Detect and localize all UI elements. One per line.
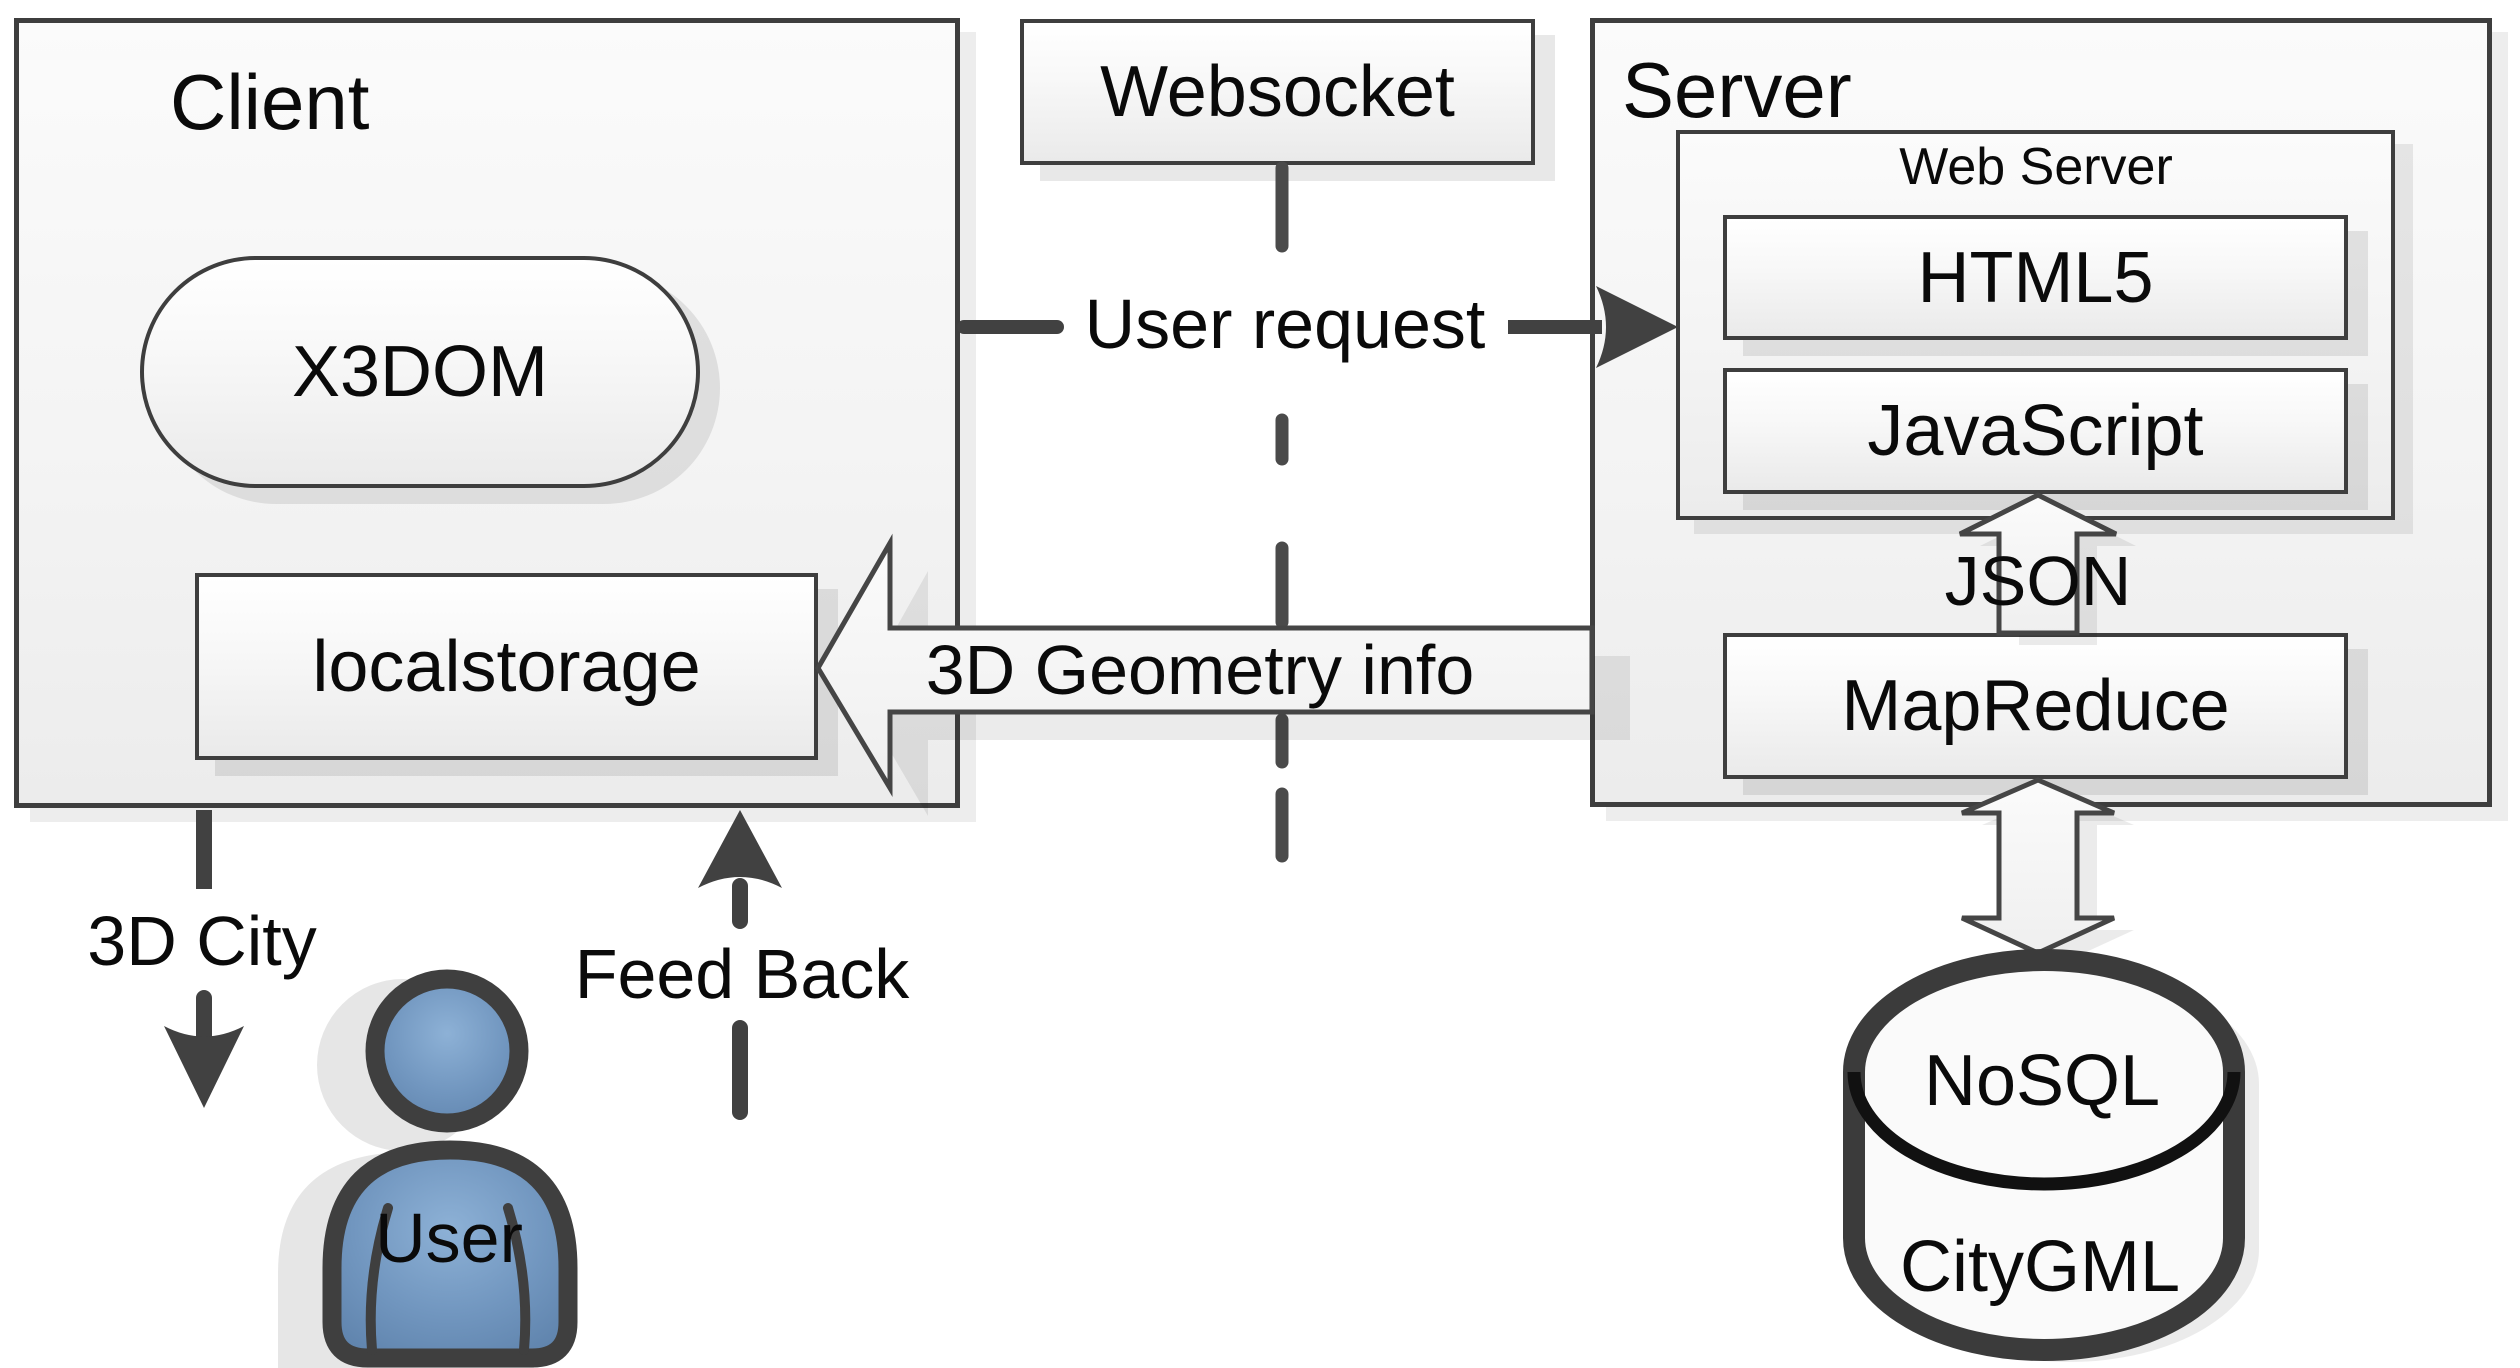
user-head [365, 969, 529, 1133]
city-arrowhead [164, 1026, 244, 1108]
geometry-info-label: 3D Geometry info [925, 631, 1475, 709]
html5-node: HTML5 [1723, 215, 2348, 340]
mapreduce-label: MapReduce [1841, 666, 2230, 746]
web-server-label: Web Server [1899, 138, 2173, 196]
geometry-info-block-arrow [815, 533, 1595, 798]
x3dom-node: X3DOM [140, 256, 700, 488]
json-block-arrow [1958, 492, 2118, 636]
javascript-node: JavaScript [1723, 368, 2348, 494]
user-request-label: User request [1084, 285, 1486, 363]
city-arrow [164, 810, 244, 1108]
user-request-arrow [957, 286, 1678, 368]
x3dom-label: X3DOM [291, 332, 549, 412]
feedback-arrowhead [698, 810, 782, 888]
citygml-label: CityGML [1899, 1227, 2181, 1307]
user-arm-right [503, 1203, 531, 1355]
user-torso [322, 1140, 578, 1368]
user-arm-left [365, 1203, 393, 1355]
websocket-label: Websocket [1100, 52, 1455, 132]
user-figure [278, 969, 578, 1368]
database-cylinder [1843, 949, 2259, 1362]
localstorage-node: localstorage [195, 573, 818, 760]
json-label: JSON [1944, 542, 2132, 620]
user-request-arrowhead [1596, 286, 1678, 368]
javascript-label: JavaScript [1867, 391, 2204, 471]
html5-label: HTML5 [1917, 237, 2154, 318]
client-title: Client [170, 58, 370, 146]
city-label: 3D City [87, 902, 317, 980]
localstorage-label: localstorage [312, 626, 701, 707]
websocket-node: Websocket [1020, 19, 1535, 165]
feedback-arrow [698, 810, 782, 1120]
feedback-label: Feed Back [574, 935, 910, 1013]
mapreduce-node: MapReduce [1723, 633, 2348, 779]
cylinder-divider [1847, 1071, 2241, 1191]
user-label: User [375, 1199, 523, 1277]
server-title: Server [1622, 46, 1852, 134]
nosql-label: NoSQL [1923, 1041, 2161, 1121]
